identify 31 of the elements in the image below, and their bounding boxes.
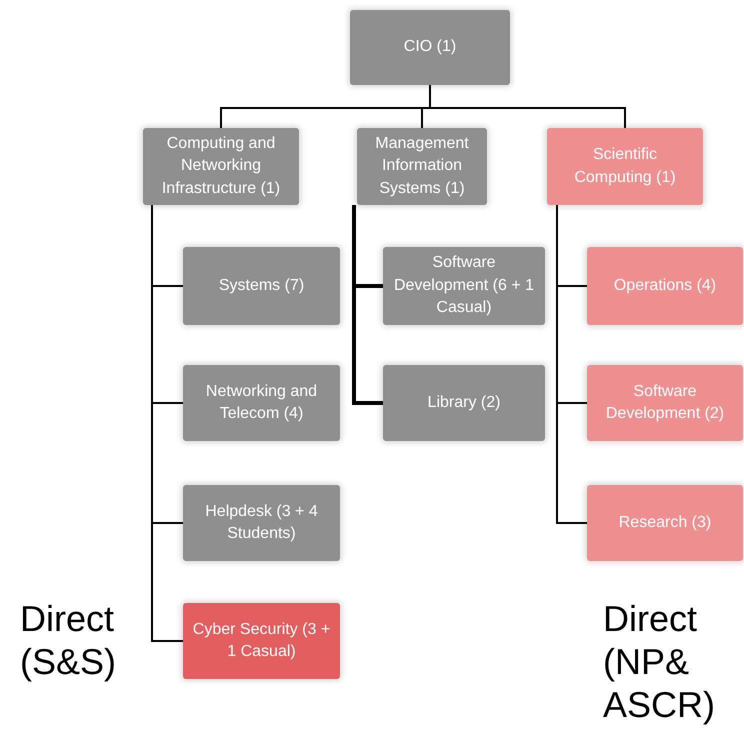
org-box (587, 485, 743, 561)
org-box (183, 485, 340, 561)
side-label: Direct (NP& ASCR) (603, 597, 716, 727)
box-label: Management Information Systems (1) (374, 134, 470, 199)
box-label: Software Development (6 + 1 Casual) (392, 253, 536, 318)
connector-line (352, 205, 383, 405)
box-label: Scientific Computing (1) (573, 145, 677, 188)
box-label: Helpdesk (3 + 4 Students) (204, 502, 319, 544)
box-label: Library (2) (428, 392, 500, 413)
org-box (383, 247, 545, 325)
box-label: Software Development (2) (604, 382, 726, 424)
org-box (183, 603, 340, 679)
org-box (183, 365, 340, 441)
org-box (383, 365, 545, 441)
org-box (547, 128, 703, 205)
connector-line (429, 85, 626, 128)
box-label: CIO (1) (404, 37, 456, 58)
org-box (587, 365, 743, 441)
box-label: Operations (4) (614, 276, 716, 296)
org-box (143, 128, 299, 205)
side-label: Direct (S&S) (20, 597, 118, 684)
box-label: Research (3) (618, 512, 712, 533)
box-label: Cyber Security (3 + 1 Casual) (192, 620, 332, 662)
org-box (587, 247, 743, 325)
org-box (183, 247, 340, 325)
box-label: Networking and Telecom (4) (204, 382, 318, 424)
box-label: Systems (7) (218, 276, 304, 296)
box-label: Computing and Networking Infrastructure (1) (160, 134, 282, 199)
org-box (350, 10, 510, 85)
connector-line (556, 205, 587, 524)
org-box (357, 128, 487, 205)
